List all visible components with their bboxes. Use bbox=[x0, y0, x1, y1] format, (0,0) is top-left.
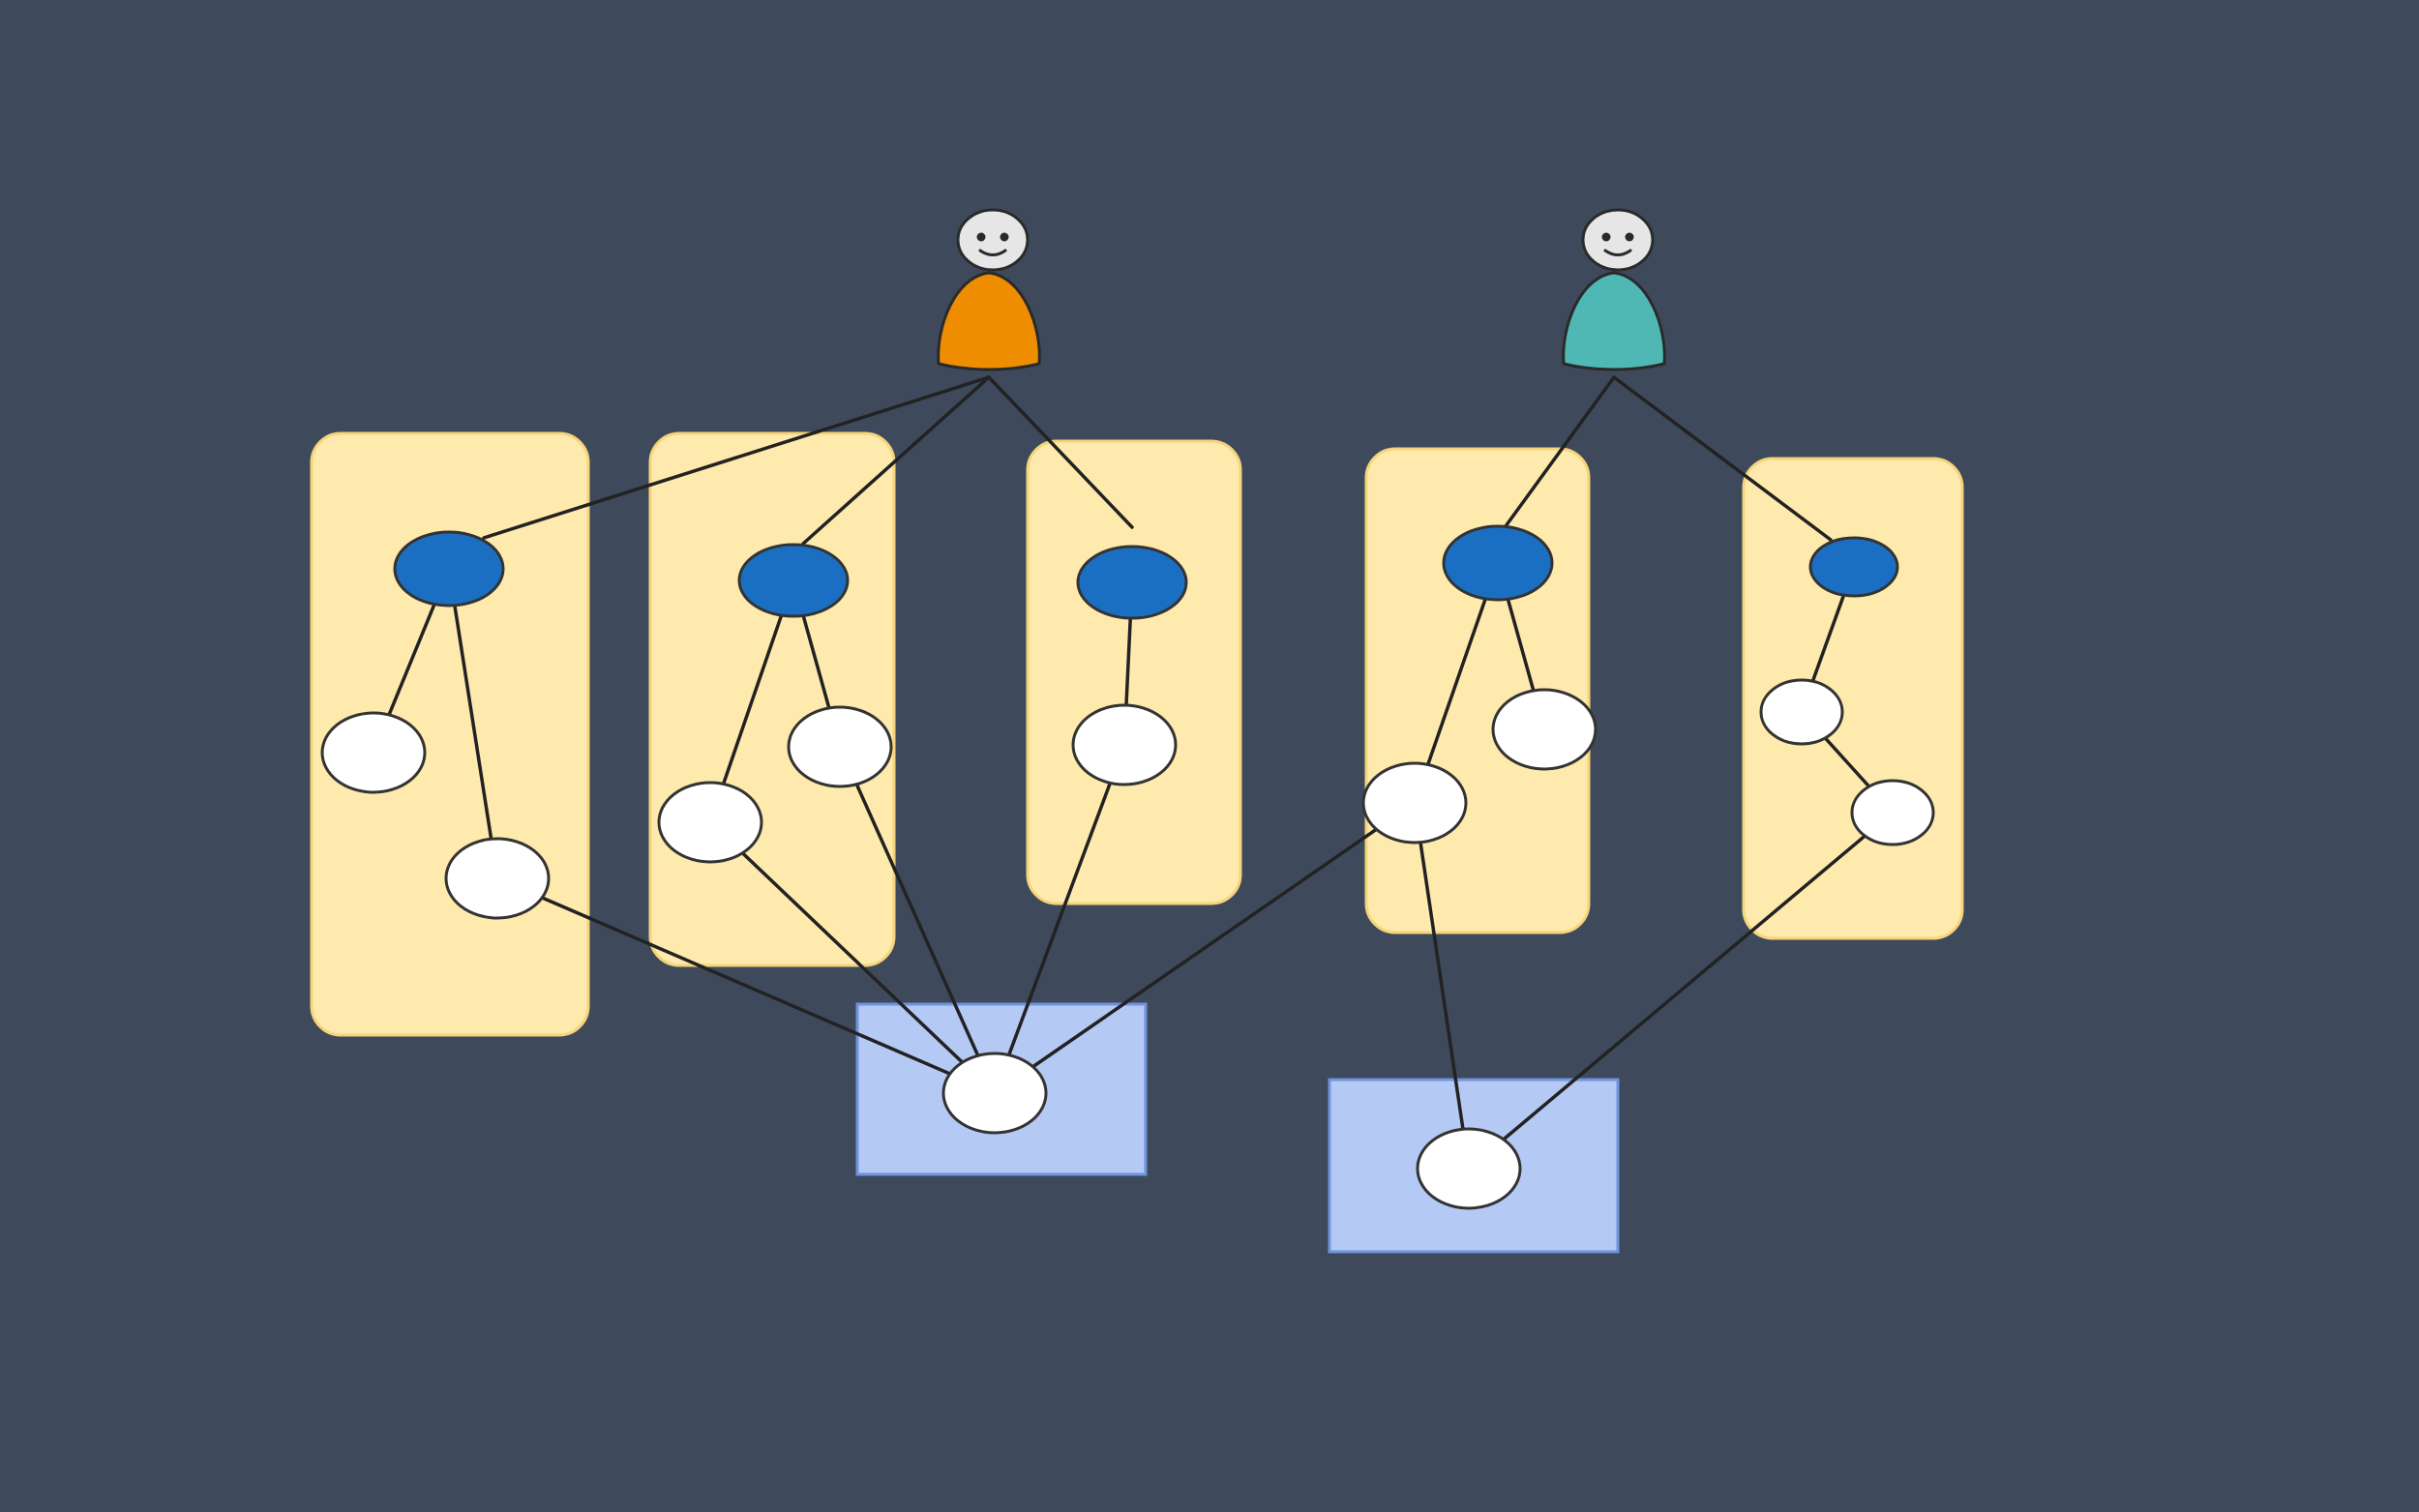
edge-g2-b-s1-node bbox=[838, 745, 997, 1095]
person-smile bbox=[1603, 249, 1632, 256]
edge-person-1-g1-root bbox=[482, 375, 991, 540]
edge-person-1-g2-root bbox=[801, 375, 991, 546]
node-g1-b bbox=[444, 837, 551, 920]
node-g4-root bbox=[1442, 524, 1554, 602]
person-eye-right bbox=[1000, 232, 1009, 242]
person-eye-right bbox=[1625, 232, 1634, 242]
person-eye-left bbox=[976, 232, 986, 242]
edge-g4-a-s1-node bbox=[993, 801, 1417, 1095]
node-g1-a bbox=[320, 711, 427, 794]
node-g4-a bbox=[1361, 761, 1468, 845]
node-g3-root bbox=[1076, 545, 1188, 620]
edge-g3-a-s1-node bbox=[993, 743, 1126, 1095]
nodes-layer bbox=[320, 524, 1935, 1210]
edge-g1-root-g1-b bbox=[447, 567, 499, 880]
edge-g2-root-g2-a bbox=[708, 578, 795, 824]
person-icon bbox=[1562, 208, 1666, 371]
person-eye-left bbox=[1601, 232, 1611, 242]
edge-g4-root-g4-a bbox=[1413, 561, 1500, 805]
person-body bbox=[937, 271, 1041, 371]
node-g2-a bbox=[657, 781, 763, 864]
group-3 bbox=[1026, 439, 1242, 905]
person-icon bbox=[937, 208, 1041, 371]
node-g5-root bbox=[1808, 536, 1899, 598]
node-g2-root bbox=[737, 543, 850, 618]
node-g3-a bbox=[1071, 703, 1178, 786]
node-s2-node bbox=[1416, 1127, 1522, 1210]
edge-g2-a-s1-node bbox=[708, 820, 997, 1095]
person-head bbox=[956, 208, 1030, 272]
edge-g1-b-s1-node bbox=[495, 876, 997, 1095]
node-g2-b bbox=[787, 705, 893, 788]
edge-person-1-g3-root bbox=[987, 375, 1134, 529]
edge-g5-b-s2-node bbox=[1467, 811, 1895, 1171]
person-body bbox=[1562, 271, 1666, 371]
person-smile bbox=[978, 249, 1007, 256]
node-s1-node bbox=[941, 1052, 1048, 1135]
edge-person-2-g5-root bbox=[1612, 375, 1833, 542]
edge-g4-a-s2-node bbox=[1413, 801, 1471, 1171]
node-g5-b bbox=[1850, 779, 1935, 846]
edge-person-2-g4-root bbox=[1504, 375, 1616, 528]
node-g5-a bbox=[1759, 678, 1844, 746]
node-g1-root bbox=[393, 530, 505, 608]
people-layer bbox=[937, 208, 1666, 371]
node-g4-b bbox=[1491, 688, 1598, 771]
group-2 bbox=[648, 431, 896, 967]
person-head bbox=[1581, 208, 1655, 272]
